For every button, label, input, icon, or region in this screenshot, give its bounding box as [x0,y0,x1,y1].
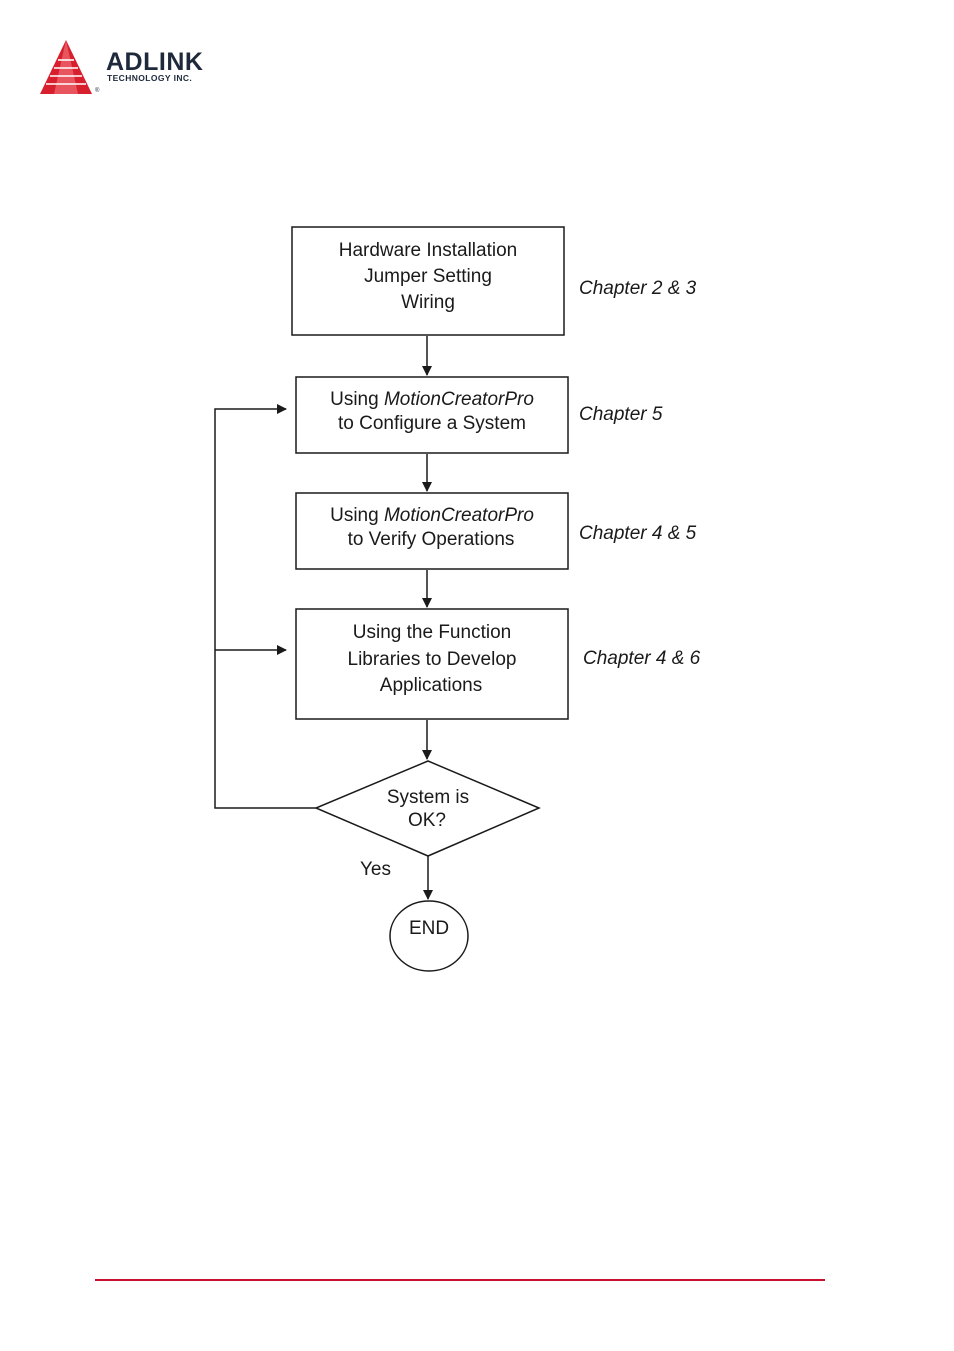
step-configure-system-line-1-italic: MotionCreatorPro [384,389,534,410]
decision-line-2: OK? [408,810,446,831]
step-configure-system: Using MotionCreatorPro to Configure a Sy… [296,377,568,453]
decision-line-1: System is [387,787,469,808]
step-verify-operations: Using MotionCreatorPro to Verify Operati… [296,493,568,569]
chapter-label-step-1: Chapter 2 & 3 [579,278,697,299]
chapter-label-step-2: Chapter 5 [579,404,663,425]
step-develop-applications-line-3: Applications [380,675,482,696]
step-verify-operations-line-2: to Verify Operations [348,529,515,550]
step-hardware-installation-line-1: Hardware Installation [339,240,517,261]
step-develop-applications-line-2: Libraries to Develop [348,649,517,670]
step-verify-operations-line-1-italic: MotionCreatorPro [384,505,534,526]
step-verify-operations-line-1-plain: Using [330,505,384,526]
step-hardware-installation-line-3: Wiring [401,292,455,313]
step-hardware-installation-line-2: Jumper Setting [364,266,492,287]
end-terminal: END [390,901,468,971]
step-configure-system-line-1: Using MotionCreatorPro [330,389,534,410]
step-develop-applications: Using the Function Libraries to Develop … [296,609,568,719]
step-configure-system-line-1-plain: Using [330,389,384,410]
chapter-label-step-4: Chapter 4 & 6 [583,648,701,669]
decision-system-ok: System is OK? [316,761,539,856]
yes-label: Yes [360,859,391,880]
end-label: END [409,918,449,939]
decision-diamond [316,761,539,856]
step-verify-operations-line-1: Using MotionCreatorPro [330,505,534,526]
footer-rule [95,1279,825,1281]
step-develop-applications-line-1: Using the Function [353,622,511,643]
chapter-label-step-3: Chapter 4 & 5 [579,523,697,544]
step-configure-system-line-2: to Configure a System [338,413,526,434]
step-hardware-installation: Hardware Installation Jumper Setting Wir… [292,227,564,335]
